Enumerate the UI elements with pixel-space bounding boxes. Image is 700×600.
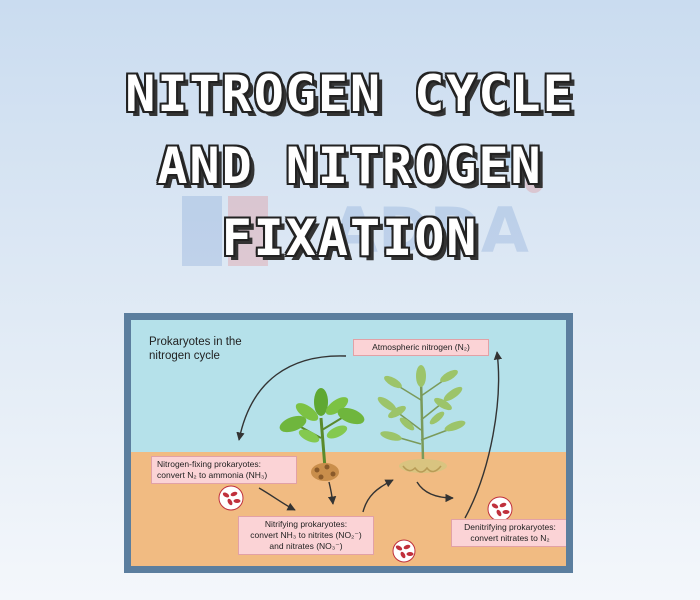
diagram-illustration (218, 351, 513, 563)
label-text: Denitrifying prokaryotes: (464, 522, 556, 532)
legume-plant-icon (279, 388, 365, 481)
label-text: Nitrogen-fixing prokaryotes: (157, 459, 261, 469)
arrow-denitrifying-to-air (464, 351, 503, 519)
bacteria-icon (218, 485, 244, 511)
label-atmospheric-nitrogen: Atmospheric nitrogen (N₂) (353, 339, 489, 356)
bacteria-icon (392, 539, 416, 563)
title-line: AND NITROGEN (157, 137, 543, 195)
label-text: convert nitrates to N₂ (470, 533, 550, 543)
arrow-nodule-to-nitrifying (327, 481, 337, 505)
label-text: convert N₂ to ammonia (NH₃) (157, 470, 268, 480)
label-nitrifying: Nitrifying prokaryotes: convert NH₃ to n… (238, 516, 374, 555)
title-line: NITROGEN CYCLE (125, 65, 575, 123)
diagram-panel: Prokaryotes in the nitrogen cycle Atmosp… (131, 320, 566, 566)
diagram-heading: Prokaryotes in the nitrogen cycle (149, 335, 279, 363)
diagram-heading-line: nitrogen cycle (149, 350, 220, 362)
cycle-arrows (236, 351, 503, 519)
diagram-frame: Prokaryotes in the nitrogen cycle Atmosp… (124, 313, 573, 573)
label-text: convert NH₃ to nitrites (NO₂⁻) (250, 530, 362, 540)
arrow-air-to-fixing (236, 355, 347, 441)
diagram-heading-line: Prokaryotes in the (149, 336, 242, 348)
label-denitrifying: Denitrifying prokaryotes: convert nitrat… (451, 519, 566, 547)
title-line: FIXATION (221, 209, 479, 267)
label-nitrogen-fixing: Nitrogen-fixing prokaryotes: convert N₂ … (151, 456, 297, 484)
label-text: Atmospheric nitrogen (N₂) (372, 342, 470, 352)
arrow-to-denitrifying (416, 481, 454, 503)
bacteria-icon (487, 496, 513, 522)
page-title: NITROGEN CYCLE AND NITROGEN FIXATION (0, 58, 700, 274)
arrow-nitrifying-to-plant (362, 479, 394, 513)
label-text: Nitrifying prokaryotes: (264, 519, 348, 529)
arrow-fixing-to-nitrifying (258, 487, 296, 511)
plant-icon (377, 365, 466, 473)
label-text: and nitrates (NO₃⁻) (269, 541, 343, 551)
